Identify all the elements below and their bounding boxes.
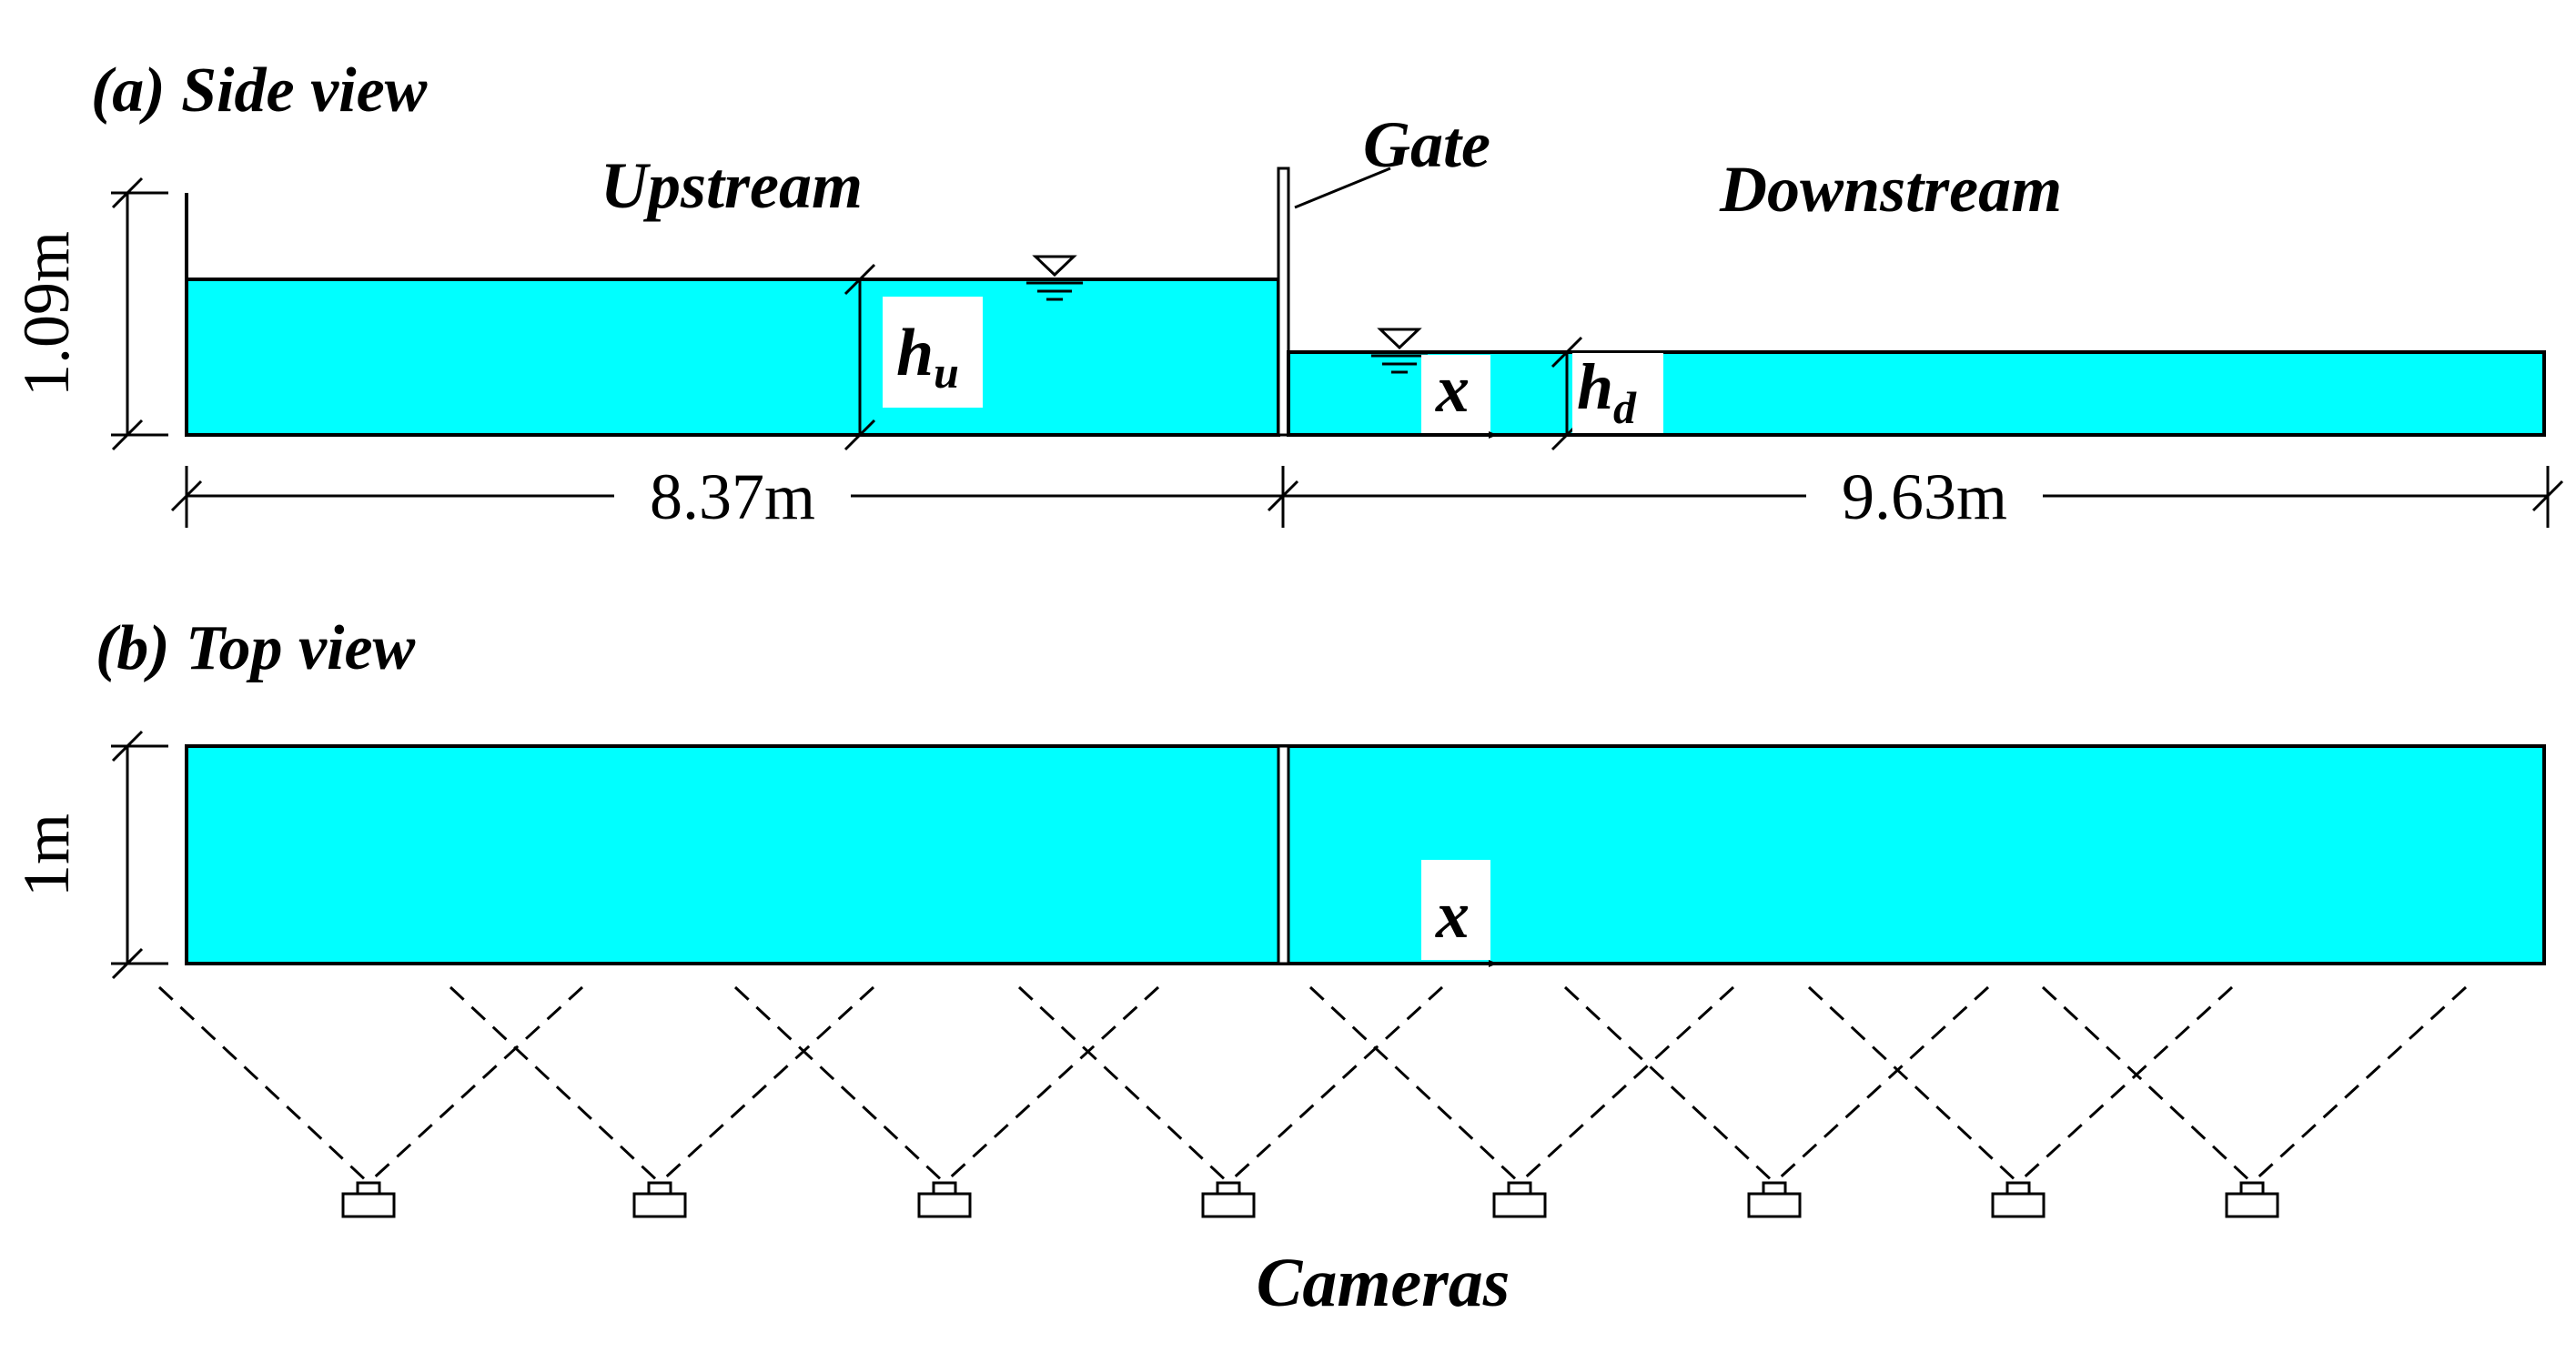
- camera-icon: [632, 1181, 687, 1218]
- top-view-water: [185, 744, 2546, 965]
- camera-icon: [1991, 1181, 2046, 1218]
- upstream-water: [185, 278, 1280, 437]
- top-view-gate: [1277, 744, 1290, 965]
- camera-icon: [1201, 1181, 1256, 1218]
- length-dimension: [170, 466, 2564, 528]
- cameras-label: Cameras: [1257, 1245, 1510, 1321]
- x-label-top: x: [1435, 878, 1470, 953]
- x-label-side: x: [1435, 352, 1470, 427]
- camera-icon: [341, 1181, 396, 1218]
- downstream-label: Downstream: [1719, 153, 2062, 226]
- water-surface-symbol-downstream: [1371, 328, 1428, 374]
- camera-icon: [2225, 1181, 2279, 1218]
- gate-plate: [1277, 167, 1290, 437]
- hd-label-box: [1572, 353, 1663, 433]
- upstream-label: Upstream: [601, 149, 863, 222]
- height-dimension: [111, 177, 168, 451]
- camera-icon: [917, 1181, 972, 1218]
- camera-icon: [1492, 1181, 1547, 1218]
- width-dim-label: 1m: [10, 813, 83, 897]
- downstream-water: [1287, 350, 2546, 437]
- downstream-length-label: 9.63m: [1842, 460, 2007, 533]
- gate-leader-line: [1294, 167, 1391, 209]
- hu-label-box: [883, 297, 983, 408]
- camera-view-lines: [157, 985, 2468, 1185]
- x-label-box-side: [1421, 355, 1490, 433]
- side-view-title: (a) Side view: [91, 56, 428, 126]
- camera-icon: [1747, 1181, 1802, 1218]
- gate-label: Gate: [1363, 108, 1490, 181]
- water-surface-symbol-upstream: [1026, 255, 1083, 301]
- height-dim-label: 1.09m: [10, 231, 83, 397]
- upstream-length-label: 8.37m: [650, 460, 815, 533]
- top-view-title: (b) Top view: [96, 613, 416, 683]
- side-view-panel: (a) Side view Upstream Downstream Gate: [10, 56, 2564, 533]
- top-view-panel: (b) Top view 1m x: [10, 613, 2546, 1321]
- x-label-box-top: [1421, 860, 1490, 960]
- hu-label: hu: [896, 316, 959, 398]
- width-dimension: [111, 730, 168, 980]
- hd-label: hd: [1577, 350, 1637, 433]
- hu-dimension: [844, 263, 876, 451]
